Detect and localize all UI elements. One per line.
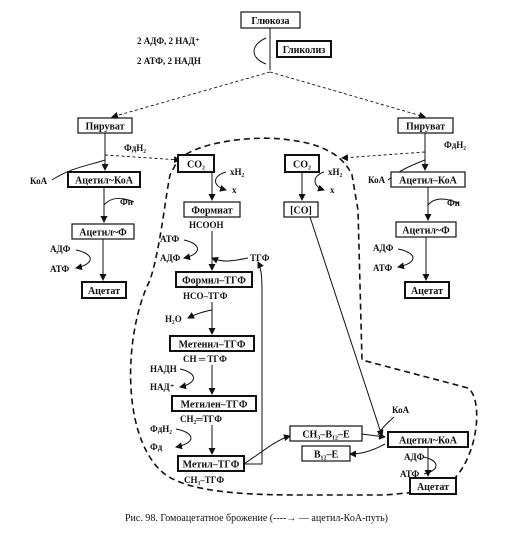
node-glycolysis: Гликолиз	[283, 45, 326, 56]
nadh-nad-arc	[179, 368, 194, 390]
thf-join-arc	[211, 256, 249, 264]
atp-adp-f-arc	[183, 239, 198, 261]
arrow-methyl-to-b12	[243, 434, 291, 465]
node-co-box	[283, 201, 319, 218]
node-ch3-b12-e: CH₃–B₁₂–E	[302, 430, 350, 441]
node-acetyl-p-left: Ацетил~Ф	[79, 228, 127, 239]
arrow-ch3b12-to-acetylcoa	[361, 432, 386, 440]
adp-atp-bottom-arc	[423, 456, 437, 475]
node-co: [CO]	[290, 206, 312, 217]
label-hcooh: НСООН	[189, 220, 224, 230]
node-b12-e: B₁₂–E	[314, 450, 339, 461]
adp-atp-right-arc	[397, 248, 414, 270]
label-thf: ТГФ	[250, 253, 270, 263]
node-acetate-left: Ацетат	[88, 286, 120, 297]
label-fd: Фд	[150, 442, 163, 452]
figure-caption: Рис. 98. Гомоацетатное брожение (----→ —…	[125, 513, 388, 524]
adp-atp-left-arc	[75, 249, 91, 271]
label-koa-left: КоА	[30, 176, 48, 186]
node-acetate-left-box	[81, 281, 127, 299]
label-koa-bottom: КоА	[392, 405, 410, 415]
pn-right-arc	[427, 198, 459, 206]
label-fdh2-m: ФдН₂	[150, 424, 172, 434]
node-acetyl-p-right: Ацетил~Ф	[402, 226, 450, 237]
label-ch-thf: СН ═ ТГФ	[183, 354, 227, 364]
glycolysis-side-arc	[253, 37, 267, 65]
label-hco-thf: НСО–ТГФ	[183, 291, 228, 301]
node-glucose: Глюкоза	[251, 16, 289, 27]
node-co2-a: CO₂	[187, 160, 205, 171]
node-acetyl-coa-left: Ацетил~КоА	[75, 176, 134, 187]
label-adp-nad: 2 АДФ, 2 НАД⁺	[137, 36, 200, 46]
koa-left-arc	[51, 159, 106, 181]
node-methyl-thf: Метил–ТГФ	[183, 460, 240, 471]
label-adp-f: АДФ	[160, 253, 181, 263]
pn-left-arc	[103, 197, 135, 206]
label-xh2-a: xH₂	[230, 167, 245, 177]
label-adp-bottom: АДФ	[404, 452, 425, 462]
node-co2-a-box	[177, 154, 215, 173]
node-acetate-right-box	[404, 281, 450, 299]
label-x-a: x	[232, 185, 237, 195]
label-atp-bottom: АТФ	[400, 469, 420, 479]
h2o-release-arc	[187, 309, 213, 319]
node-formate-box	[183, 201, 241, 218]
node-acetate-bottom-box	[409, 477, 457, 495]
arrow-fdh2-right-to-co2	[341, 151, 426, 162]
node-ch3-b12-e-box	[289, 425, 363, 442]
arrow-fdh2-left-to-co2	[104, 154, 181, 164]
xh2-a-arc	[215, 171, 227, 192]
arrow-to-pyruvate-left	[111, 71, 271, 119]
node-acetyl-coa-right: Ацетил–КоА	[399, 176, 457, 187]
label-adp-right: АДФ	[373, 243, 394, 253]
arrow-to-pyruvate-right	[269, 71, 426, 119]
label-pn-right: Фн	[447, 198, 460, 208]
arrow-co-to-acetylcoa	[309, 216, 384, 437]
label-nadh: НАДН	[150, 364, 177, 374]
label-atp-nadh: 2 АТФ, 2 НАДН	[137, 56, 201, 66]
node-pyruvate-left: Пируват	[85, 122, 124, 133]
node-formate: Формиат	[191, 206, 232, 217]
label-xh2-b: xH₂	[328, 167, 343, 177]
acetyl-coa-pathway-boundary	[129, 137, 478, 496]
label-atp-right: АТФ	[373, 263, 393, 273]
node-methylene-thf-box	[171, 395, 257, 412]
node-co2-b: CO₂	[293, 160, 311, 171]
label-pn-left: Фн	[120, 197, 133, 207]
node-glycolysis-box	[276, 40, 332, 58]
label-ch2-thf: СН₂═ТГФ	[180, 414, 222, 424]
node-methenyl-thf: Метенил–ТГФ	[179, 340, 246, 351]
label-ch3-thf: СН₃–ТГФ	[184, 475, 224, 485]
node-methylene-thf: Метилен–ТГФ	[181, 400, 248, 411]
label-nad: НАД⁺	[150, 382, 175, 392]
label-x-b: x	[330, 185, 335, 195]
label-atp-f: АТФ	[160, 234, 180, 244]
fdh2-fd-arc	[175, 428, 192, 450]
node-acetate-bottom: Ацетат	[417, 482, 449, 493]
node-formyl-thf-box	[175, 271, 253, 288]
label-h2o: Н₂О	[165, 314, 182, 324]
node-acetate-right: Ацетат	[411, 286, 443, 297]
xh2-b-arc	[314, 171, 325, 192]
node-formyl-thf: Формил–ТГФ	[182, 276, 246, 287]
arrow-b12-return	[349, 443, 386, 458]
node-methenyl-thf-box	[169, 335, 255, 352]
label-atp-left: АТФ	[50, 264, 70, 274]
koa-bottom-arc	[377, 416, 395, 436]
label-fdh2-right: ФдН₂	[444, 140, 466, 150]
node-acetyl-coa-bottom: Ацетил~КоА	[399, 436, 458, 447]
label-adp-left: АДФ	[50, 244, 71, 254]
node-pyruvate-right: Пируват	[406, 122, 445, 133]
thf-recycle-loop	[244, 261, 264, 465]
label-fdh2-left: ФдН₂	[124, 143, 146, 153]
label-koa-right: КоА	[368, 175, 386, 185]
